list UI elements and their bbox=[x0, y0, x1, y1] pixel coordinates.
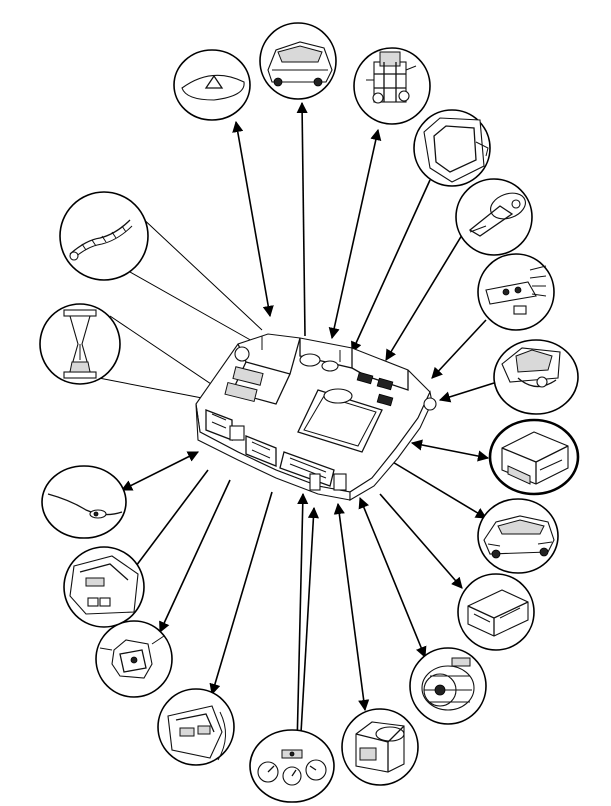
node-vehicle-front bbox=[477, 498, 559, 574]
node-throttle-body bbox=[341, 708, 419, 786]
arrow-dashboard-lamp bbox=[232, 120, 274, 318]
arrow-vehicle-front bbox=[385, 457, 487, 519]
arrow-injection-pump bbox=[328, 128, 382, 340]
node-rear-window-vehicle bbox=[259, 22, 337, 100]
line-interior-switch bbox=[135, 469, 209, 567]
node-windscreen-wiper bbox=[493, 339, 579, 415]
arrow-throttle bbox=[333, 502, 370, 712]
arrow-column-switch bbox=[431, 319, 487, 379]
connection-arrows bbox=[120, 101, 495, 752]
node-door-trim-switch bbox=[157, 688, 235, 766]
arrow-lock-actuator bbox=[159, 479, 231, 634]
connector-ticks bbox=[81, 225, 127, 251]
arrow-door-window bbox=[351, 179, 431, 354]
arrow-diag-connector bbox=[379, 493, 463, 589]
node-dashboard-warning-lamp bbox=[173, 49, 251, 121]
node-diagnostic-connector bbox=[457, 573, 535, 651]
node-washer-jet bbox=[41, 465, 127, 539]
arrow-rear-window-vehicle bbox=[296, 101, 308, 337]
node-hourglass-timer bbox=[39, 303, 121, 385]
node-steering-column-switch bbox=[477, 253, 555, 331]
bsi-central-unit bbox=[195, 333, 437, 501]
node-door-window bbox=[413, 109, 491, 187]
arrow-dials-2 bbox=[294, 506, 320, 752]
warning-triangle-icon bbox=[204, 74, 224, 89]
node-wiring-harness bbox=[59, 191, 149, 281]
arrow-alternator bbox=[358, 496, 427, 659]
arrow-door-trim bbox=[209, 491, 273, 696]
node-exterior-mirror bbox=[455, 178, 533, 256]
node-engine-ecu bbox=[488, 418, 580, 496]
rear-window bbox=[277, 45, 323, 63]
node-injection-pump bbox=[353, 47, 431, 125]
node-interior-lamp-switch bbox=[63, 546, 145, 628]
arrow-ecu bbox=[410, 439, 490, 462]
node-alternator bbox=[409, 647, 487, 725]
arrow-washer-jet bbox=[120, 451, 200, 491]
arrow-wiper bbox=[438, 382, 495, 403]
arrow-mirror bbox=[385, 234, 463, 361]
node-door-lock-actuator bbox=[95, 620, 173, 698]
node-instrument-dials bbox=[249, 729, 335, 803]
